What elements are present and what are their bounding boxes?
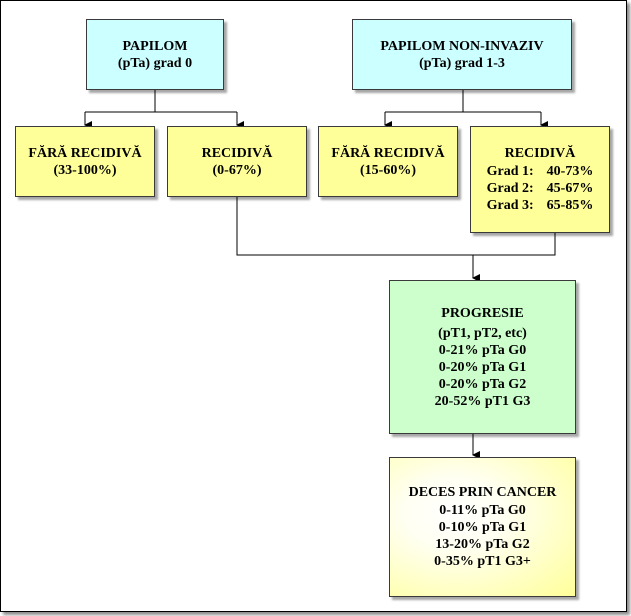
- papilom-noninvaziv-box: PAPILOM NON-INVAZIV (pTa) grad 1-3: [352, 19, 572, 90]
- deces-line: 13-20% pTa G2: [435, 537, 530, 552]
- recidiva-1-value: (0-67%): [212, 162, 262, 178]
- deces-title: DECES PRIN CANCER: [408, 485, 557, 500]
- progresie-title: PROGRESIE: [441, 305, 524, 321]
- recidiva-2-box: RECIDIVĂ Grad 1: 40-73% Grad 2: 45-67% G…: [470, 126, 610, 233]
- progresie-line: 0-20% pTa G2: [438, 376, 527, 392]
- fara-recidiva-2-value: (15-60%): [360, 162, 416, 178]
- grade-1-row: Grad 1: 40-73%: [487, 163, 594, 180]
- fara-recidiva-1-value: (33-100%): [53, 162, 117, 178]
- grade-1-value: 40-73%: [546, 164, 594, 179]
- grade-2-row: Grad 2: 45-67%: [487, 180, 594, 197]
- progresie-box: PROGRESIE (pT1, pT2, etc) 0-21% pTa G0 0…: [389, 280, 576, 434]
- fara-recidiva-2-title: FĂRĂ RECIDIVĂ: [331, 145, 445, 161]
- progresie-line: 20-52% pT1 G3: [434, 393, 531, 409]
- grade-3-value: 65-85%: [546, 198, 594, 213]
- grade-3-row: Grad 3: 65-85%: [487, 197, 594, 214]
- grade-3-label: Grad 3:: [486, 198, 534, 213]
- deces-box: DECES PRIN CANCER 0-11% pTa G0 0-10% pTa…: [389, 457, 576, 597]
- fara-recidiva-1-title: FĂRĂ RECIDIVĂ: [28, 145, 142, 161]
- recidiva-1-title: RECIDIVĂ: [201, 145, 273, 161]
- fara-recidiva-2-box: FĂRĂ RECIDIVĂ (15-60%): [318, 126, 458, 197]
- grade-2-value: 45-67%: [546, 181, 594, 196]
- connector-recidiva-1-down: [236, 197, 556, 256]
- papilom-box: PAPILOM (pTa) grad 0: [86, 19, 224, 90]
- grade-1-label: Grad 1:: [486, 164, 534, 179]
- papilom-noninvaziv-subtitle: (pTa) grad 1-3: [419, 55, 505, 71]
- progresie-line: (pT1, pT2, etc): [438, 325, 527, 341]
- grade-2-label: Grad 2:: [486, 181, 534, 196]
- deces-line: 0-35% pT1 G3+: [434, 554, 531, 569]
- fara-recidiva-1-box: FĂRĂ RECIDIVĂ (33-100%): [15, 126, 155, 197]
- deces-line: 0-11% pTa G0: [439, 503, 526, 518]
- papilom-subtitle: (pTa) grad 0: [117, 55, 193, 71]
- progresie-line: 0-21% pTa G0: [438, 342, 527, 358]
- papilom-title: PAPILOM: [122, 38, 188, 54]
- recidiva-2-title: RECIDIVĂ: [504, 146, 576, 161]
- recidiva-1-box: RECIDIVĂ (0-67%): [167, 126, 307, 197]
- papilom-noninvaziv-title: PAPILOM NON-INVAZIV: [380, 38, 544, 54]
- deces-line: 0-10% pTa G1: [438, 520, 527, 535]
- progresie-line: 0-20% pTa G1: [438, 359, 527, 375]
